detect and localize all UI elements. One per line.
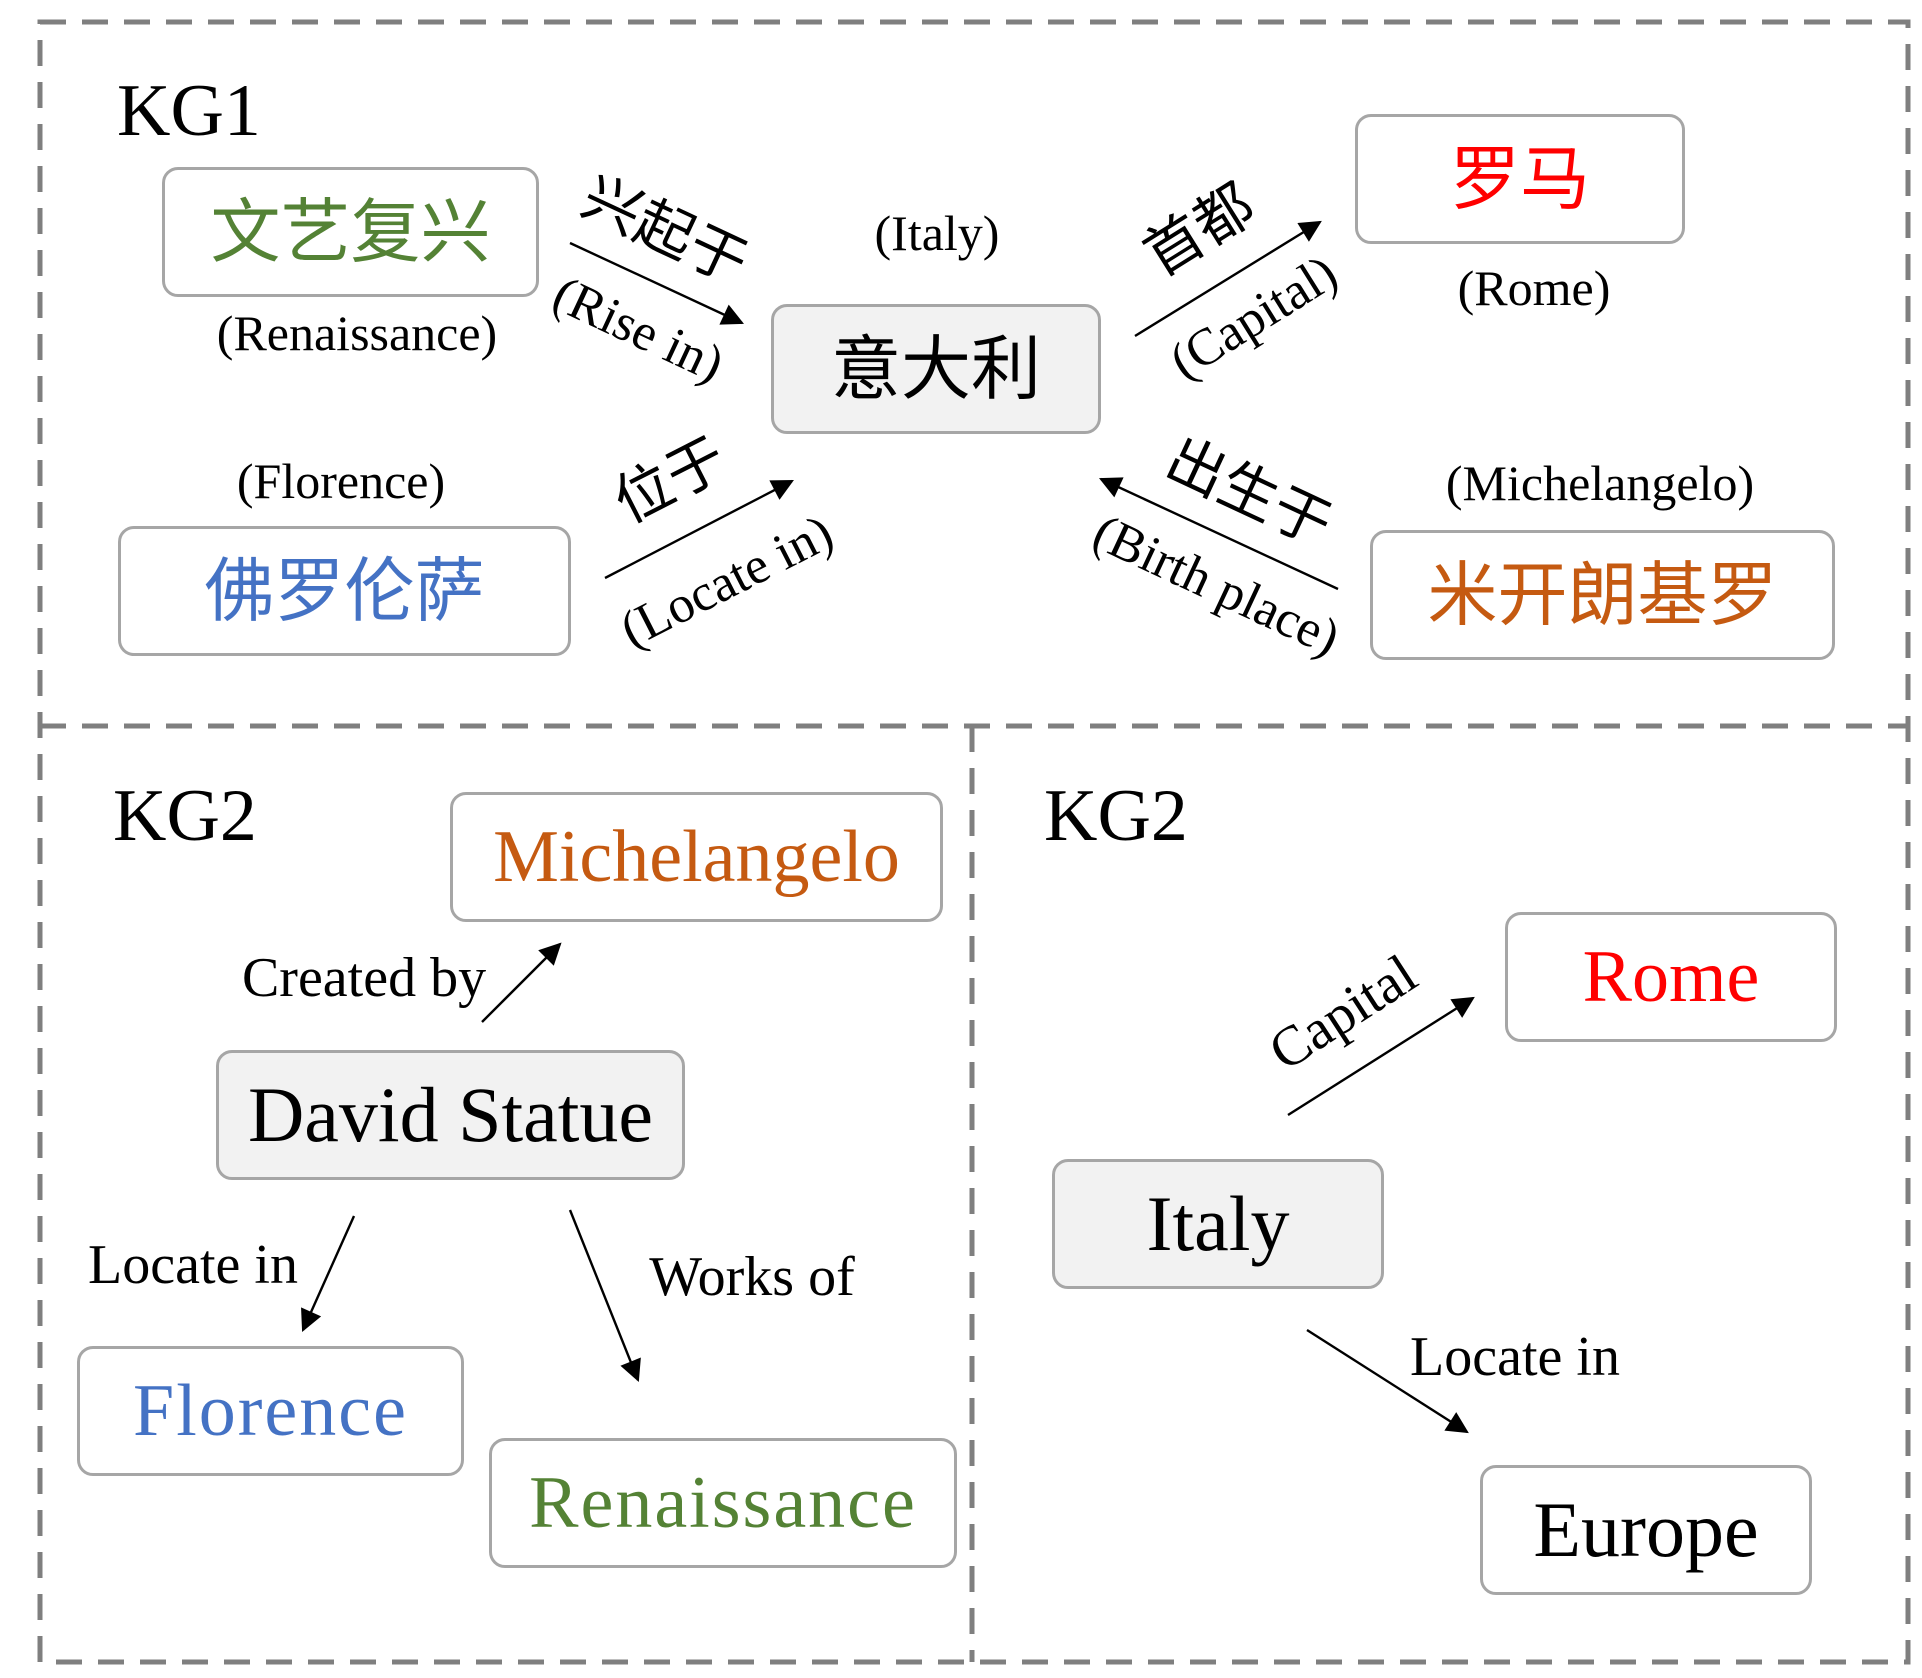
kg2-left-node-michelangelo[interactable]: Michelangelo — [450, 792, 943, 922]
kg1-gloss-rome: (Rome) — [1457, 260, 1611, 316]
kg1-node-rome-label: 罗马 — [1450, 138, 1590, 220]
kg2-right-title: KG2 — [1044, 775, 1188, 857]
kg2-right-node-europe[interactable]: Europe — [1480, 1465, 1812, 1595]
kg2-left-node-florence[interactable]: Florence — [77, 1346, 464, 1476]
kg1-node-italy-label: 意大利 — [831, 328, 1041, 410]
kg2-right-rel-locate-in: Locate in — [1410, 1326, 1620, 1388]
kg2-left-rel-created-by: Created by — [241, 947, 487, 1009]
kg2-left-node-renaissance[interactable]: Renaissance — [489, 1438, 957, 1568]
arrow-capital — [1134, 220, 1322, 338]
kg1-node-renaissance-label: 文艺复兴 — [210, 191, 491, 273]
kg1-node-renaissance[interactable]: 文艺复兴 — [162, 167, 539, 297]
arrow-works-of — [568, 1209, 641, 1383]
kg2-left-title: KG2 — [113, 775, 257, 857]
kg2-right-node-italy[interactable]: Italy — [1052, 1159, 1384, 1289]
kg2-left-node-david-statue[interactable]: David Statue — [216, 1050, 685, 1180]
kg1-node-rome[interactable]: 罗马 — [1355, 114, 1685, 244]
kg1-node-italy[interactable]: 意大利 — [771, 304, 1101, 434]
arrow-locate-in — [604, 479, 794, 580]
kg2-right-node-italy-label: Italy — [1146, 1180, 1290, 1267]
kg1-node-michelangelo-label: 米开朗基罗 — [1427, 554, 1778, 636]
arrow-locate-in-left — [301, 1215, 356, 1333]
kg2-left-node-david-statue-label: David Statue — [247, 1071, 654, 1158]
kg1-node-florence[interactable]: 佛罗伦萨 — [118, 526, 571, 656]
kg1-gloss-florence: (Florence) — [236, 453, 446, 509]
kg2-left-node-michelangelo-label: Michelangelo — [493, 816, 900, 898]
kg1-gloss-renaissance: (Renaissance) — [216, 305, 498, 361]
kg1-node-florence-label: 佛罗伦萨 — [204, 550, 485, 632]
arrow-rise-in — [569, 241, 744, 325]
kg2-right-node-europe-label: Europe — [1533, 1486, 1759, 1573]
outer-frame — [37, 19, 1911, 1665]
panel-borders — [37, 19, 1911, 1665]
kg2-right-node-rome[interactable]: Rome — [1505, 912, 1837, 1042]
arrow-locate-in-right — [1306, 1328, 1469, 1434]
arrow-created-by — [481, 942, 562, 1023]
kg2-left-rel-locate-in: Locate in — [88, 1234, 298, 1296]
kg2-left-node-renaissance-label: Renaissance — [529, 1462, 917, 1544]
kg2-left-node-florence-label: Florence — [133, 1370, 408, 1452]
kg2-right-node-rome-label: Rome — [1582, 936, 1760, 1018]
arrow-birth-place — [1099, 477, 1339, 591]
kg1-title: KG1 — [117, 70, 261, 152]
arrows — [301, 220, 1475, 1434]
kg1-gloss-michelangelo: (Michelangelo) — [1445, 455, 1755, 511]
kg1-gloss-italy: (Italy) — [874, 205, 1000, 261]
kg2-left-rel-works-of: Works of — [649, 1246, 855, 1308]
arrow-capital-right — [1287, 996, 1475, 1117]
kg1-node-michelangelo[interactable]: 米开朗基罗 — [1370, 530, 1835, 660]
